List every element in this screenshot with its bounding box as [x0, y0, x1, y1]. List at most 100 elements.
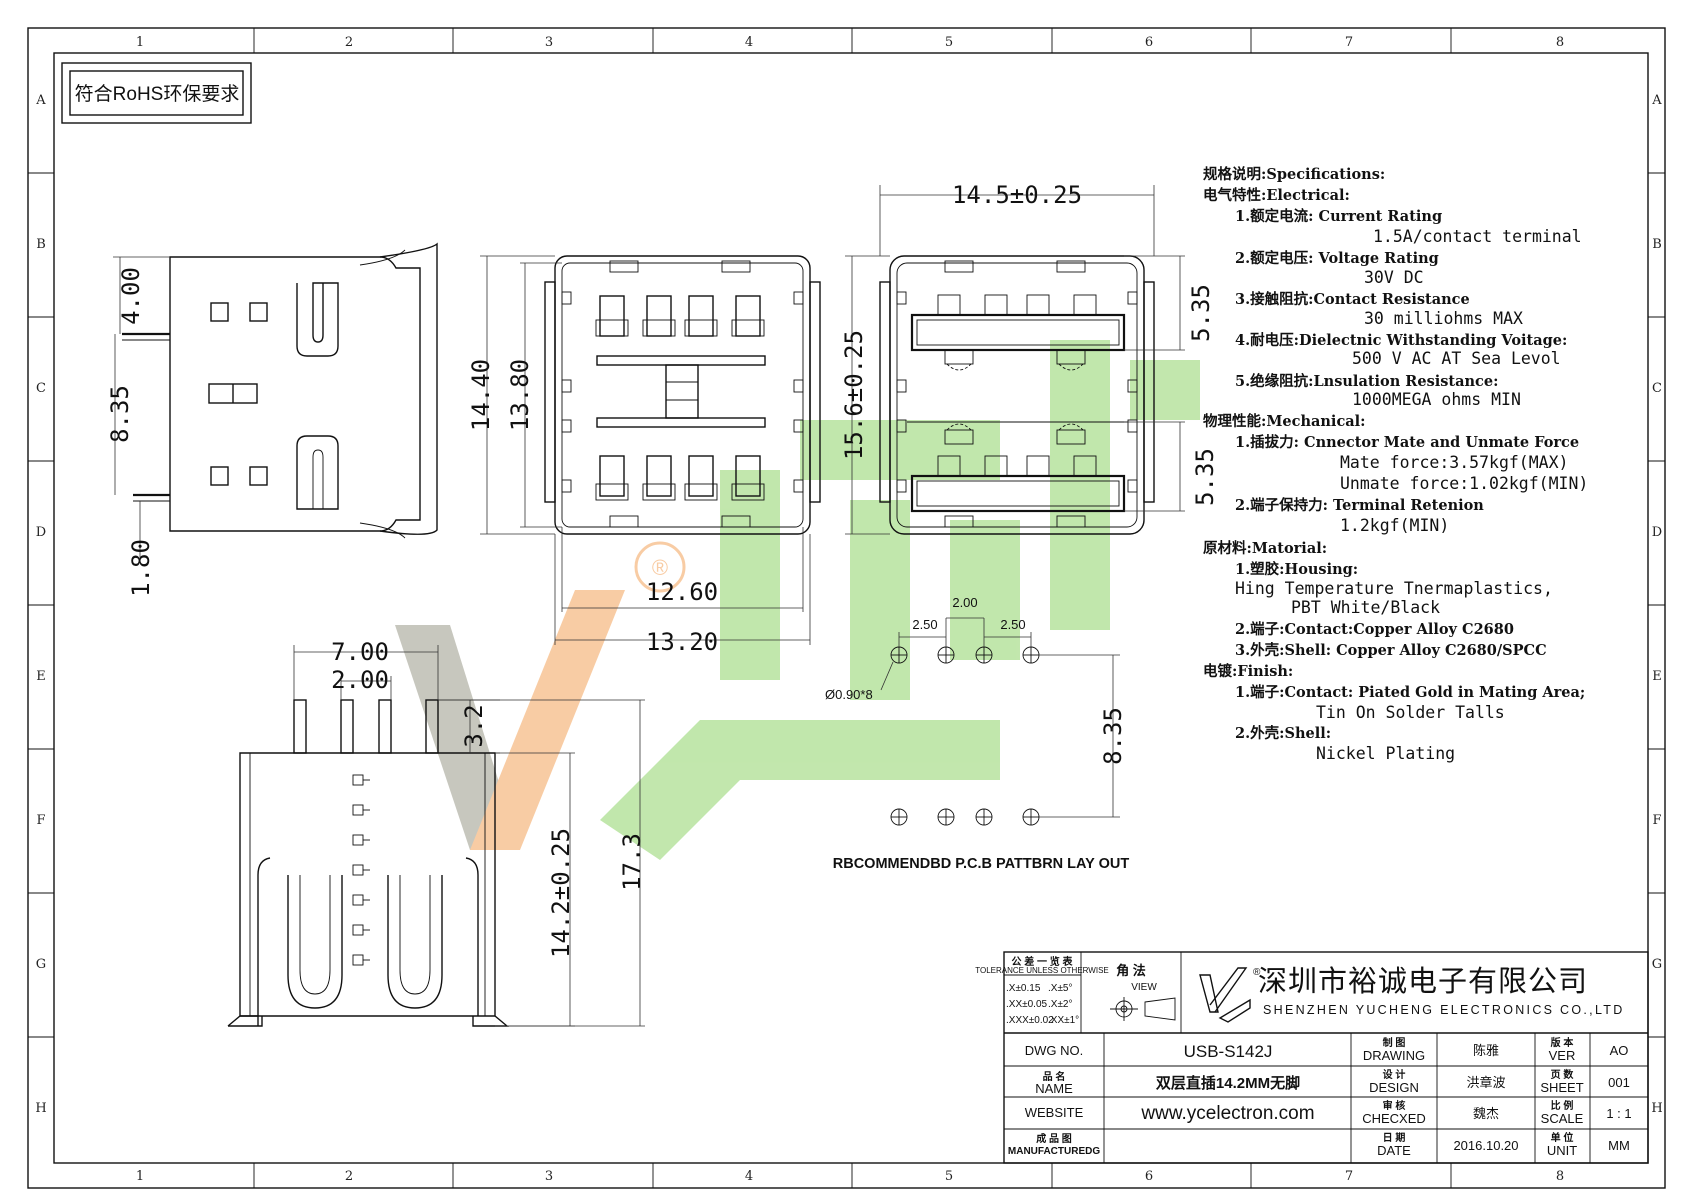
col-label: 2 [345, 35, 353, 50]
inner-border [53, 52, 1649, 1164]
scale-label-cn: 比 例 [1551, 1099, 1574, 1112]
watermark-logo: ® [395, 340, 1200, 860]
col-label: 4 [745, 35, 753, 50]
pcb-holes-bottom [890, 808, 1040, 826]
website-label: WEBSITE [1025, 1105, 1084, 1120]
design-label-cn: 设 计 [1383, 1068, 1406, 1081]
unit-value: MM [1608, 1138, 1630, 1153]
spec-insulation-value: 1000MEGA ohms MIN [1352, 390, 1521, 409]
date-label-en: DATE [1377, 1143, 1411, 1158]
dim-front-12-60: 12.60 [646, 578, 718, 606]
row-label: H [1651, 1101, 1662, 1116]
title-block: 公 差 一 览 表 TOLERANCE UNLESS OTHERWISE .X±… [975, 951, 1649, 1164]
dim-rear-5-35-bottom: 5.35 [1191, 448, 1219, 506]
watermark-orange-stroke [470, 590, 625, 850]
drawing-label-cn: 制 图 [1383, 1036, 1406, 1049]
dim-rear-14-5: 14.5±0.25 [952, 181, 1082, 209]
spec-heading: 规格说明:Specifications: [1203, 165, 1385, 183]
col-label: 6 [1145, 1169, 1153, 1184]
dim-pcb-2-50-left: 2.50 [912, 617, 937, 632]
rohs-compliance-box: 符合RoHS环保要求 [61, 62, 252, 124]
watermark-green-glyph [1050, 340, 1110, 630]
spec-retention-label: 2.端子保持力: Terminal Retenion [1235, 496, 1484, 514]
row-label: E [1652, 669, 1662, 684]
tolerance-subtitle: TOLERANCE UNLESS OTHERWISE [975, 966, 1109, 975]
spec-shell-label: 3.外壳:Shell: Copper Alloy C2680/SPCC [1235, 641, 1547, 659]
spec-finish-shell-label: 2.外壳:Shell: [1235, 724, 1331, 742]
dim-pcb-2-00: 2.00 [952, 595, 977, 610]
row-label: C [1652, 381, 1662, 396]
spec-contact-res-label: 3.接触阻抗:Contact Resistance [1235, 290, 1470, 308]
dwg-no-value: USB-S142J [1184, 1042, 1273, 1061]
row-label: F [1652, 813, 1661, 828]
drawing-label-en: DRAWING [1363, 1048, 1425, 1063]
zone-grid [28, 28, 1665, 1188]
ver-value: AO [1610, 1043, 1629, 1058]
watermark-green-glyph [720, 470, 780, 680]
col-label: 8 [1556, 1169, 1564, 1184]
col-label: 5 [945, 35, 953, 50]
spec-mate-value: Mate force:3.57kgf(MAX) [1340, 453, 1568, 472]
zone-labels: 1 2 3 4 5 6 7 8 1 2 3 4 5 6 7 8 A B C D … [35, 35, 1662, 1184]
dim-bottom-17-3: 17.3 [618, 833, 646, 891]
drawing-value: 陈雅 [1473, 1043, 1499, 1058]
dim-bottom-14-2: 14.2±0.25 [547, 828, 575, 958]
col-label: 5 [945, 1169, 953, 1184]
dim-pcb-hole-size: Ø0.90*8 [825, 687, 873, 702]
scale-value: 1 : 1 [1606, 1106, 1631, 1121]
watermark-registered-circle [634, 541, 686, 593]
dim-side-4-00: 4.00 [117, 267, 145, 325]
col-label: 1 [136, 35, 144, 50]
mfg-label-cn: 成 品 图 [1036, 1132, 1072, 1145]
sheet-value: 001 [1608, 1075, 1630, 1090]
spec-current-label: 1.额定电流: Current Rating [1235, 207, 1442, 225]
name-label-cn: 品 名 [1043, 1070, 1066, 1083]
col-label: 3 [545, 35, 553, 50]
watermark-green-swoosh [600, 720, 1000, 860]
spec-dielectric-label: 4.耐电压:Dielectnic Withstanding Voitage: [1235, 331, 1567, 349]
rohs-label: 符合RoHS环保要求 [75, 83, 240, 105]
spec-finish-contact-value: Tin On Solder Talls [1316, 703, 1505, 722]
tolerance-title: 公 差 一 览 表 [1011, 955, 1073, 968]
date-label-cn: 日 期 [1383, 1131, 1406, 1144]
view-label-cn: 角 法 [1116, 963, 1146, 978]
name-label-en: NAME [1035, 1081, 1073, 1096]
design-label-en: DESIGN [1369, 1080, 1419, 1095]
dim-rear-15-6: 15.6±0.25 [840, 330, 868, 460]
spec-housing-value-1: Hing Temperature Tnermaplastics, [1235, 579, 1553, 598]
sheet-label-en: SHEET [1540, 1080, 1583, 1095]
spec-mate-label: 1.插拔力: Cnnector Mate and Unmate Force [1235, 433, 1579, 451]
row-label: H [35, 1101, 46, 1116]
spec-voltage-value: 30V DC [1364, 268, 1424, 287]
sheet-label-cn: 页 数 [1551, 1068, 1575, 1081]
spec-current-value: 1.5A/contact terminal [1373, 227, 1582, 246]
checked-label-en: CHECXED [1362, 1111, 1426, 1126]
specifications-block: 规格说明:Specifications: 电气特性:Electrical: 1.… [1203, 165, 1588, 763]
spec-finish-contact-label: 1.端子:Contact: Piated Gold in Mating Area… [1235, 683, 1585, 701]
spec-unmate-value: Unmate force:1.02kgf(MIN) [1340, 474, 1588, 493]
dim-pcb-2-50-right: 2.50 [1000, 617, 1025, 632]
dim-pcb-8-35: 8.35 [1099, 707, 1127, 765]
dim-bottom-2-00: 2.00 [331, 666, 389, 694]
row-label: A [1651, 93, 1662, 108]
spec-contact-res-value: 30 milliohms MAX [1364, 309, 1523, 328]
row-label: G [36, 957, 46, 972]
spec-contact-label: 2.端子:Contact:Copper Alloy C2680 [1235, 620, 1514, 638]
design-value: 洪章波 [1466, 1075, 1505, 1090]
row-label: B [1652, 237, 1662, 252]
col-label: 7 [1345, 1169, 1353, 1184]
ver-label-en: VER [1549, 1048, 1576, 1063]
spec-finish: 电镀:Finish: [1203, 662, 1293, 680]
front-view: 14.40 13.80 12.60 13.20 [467, 255, 821, 656]
outer-border [27, 27, 1666, 1189]
dwg-no-label: DWG NO. [1025, 1043, 1084, 1058]
row-label: B [36, 237, 46, 252]
watermark-registered-mark: ® [652, 555, 668, 580]
row-label: G [1652, 957, 1662, 972]
spec-electrical: 电气特性:Electrical: [1203, 186, 1350, 204]
checked-value: 魏杰 [1473, 1106, 1499, 1121]
tol-xx: .XX±0.05 [1006, 999, 1048, 1010]
col-label: 4 [745, 1169, 753, 1184]
dim-bottom-7-00: 7.00 [331, 638, 389, 666]
company-name-en: SHENZHEN YUCHENG ELECTRONICS CO.,LTD [1263, 1003, 1625, 1017]
